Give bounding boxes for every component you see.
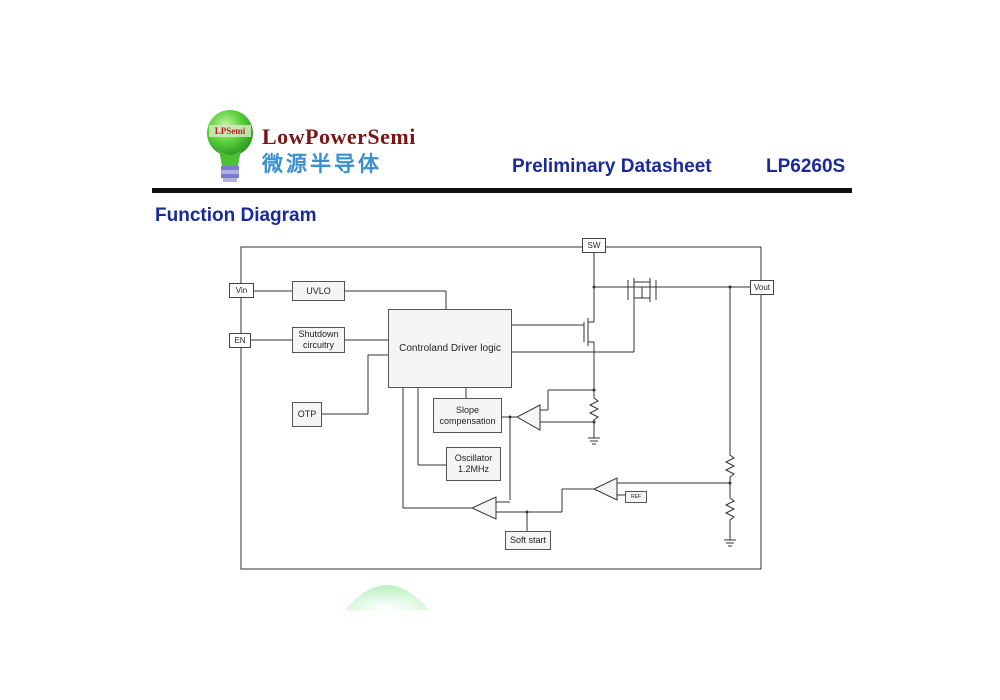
pin-sw: SW	[582, 238, 606, 253]
logo-bulb-icon: LPSemi	[207, 110, 253, 182]
pin-en: EN	[229, 333, 251, 348]
header-divider	[152, 188, 852, 193]
block-soft-start: Soft start	[505, 531, 551, 550]
brand-name-chinese: 微源半导体	[262, 153, 382, 176]
oscillator-line1: Oscillator	[454, 453, 493, 463]
shutdown-line2: circuitry	[303, 340, 334, 350]
shutdown-line1: Shutdown	[298, 329, 339, 339]
diagram-frame	[240, 246, 762, 570]
block-otp: OTP	[292, 402, 322, 427]
block-ref: REF	[625, 491, 647, 503]
slope-line1: Slope	[455, 404, 480, 415]
logo-text: LPSemi	[215, 126, 246, 136]
block-oscillator: Oscillator 1.2MHz	[446, 447, 501, 481]
watermark-bulb-icon	[345, 585, 429, 610]
block-shutdown-circuitry: Shutdown circuitry	[292, 327, 345, 353]
block-slope-compensation: Slope compensation	[433, 398, 502, 433]
pin-vin: Vin	[229, 283, 254, 298]
block-control-driver-logic: Controland Driver logic	[388, 309, 512, 388]
block-uvlo: UVLO	[292, 281, 345, 301]
section-title: Function Diagram	[155, 205, 317, 226]
pin-vout: Vout	[750, 280, 774, 295]
oscillator-line2: 1.2MHz	[457, 464, 489, 474]
slope-line2: compensation	[439, 415, 496, 426]
document-type: Preliminary Datasheet	[512, 156, 712, 177]
brand-name-english: LowPowerSemi	[262, 124, 416, 149]
part-number: LP6260S	[766, 156, 846, 177]
